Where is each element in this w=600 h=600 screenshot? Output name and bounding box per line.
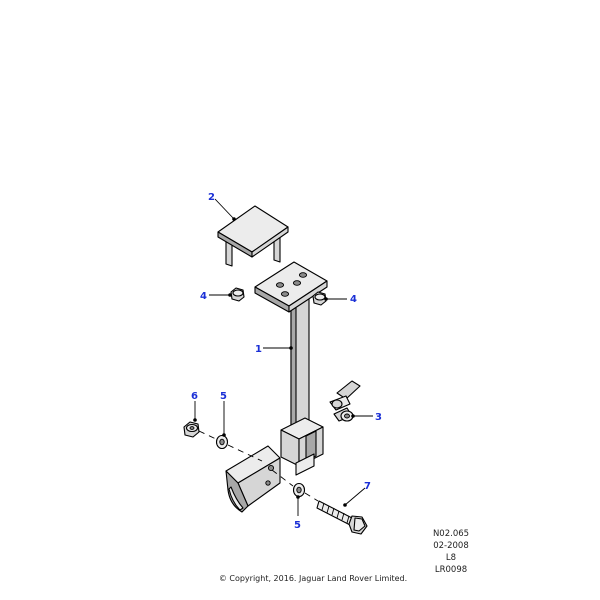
part-7-bolt (316, 500, 368, 535)
part-5-washer-lower (292, 482, 306, 498)
part-4-nut-left (230, 287, 245, 302)
part-5-washer-upper (215, 434, 229, 450)
reference-model: L8 (445, 553, 457, 563)
callout-4-right: 4 (350, 294, 357, 305)
assembly-lines (198, 430, 319, 502)
part-4-nut-right (312, 291, 327, 306)
part-2-top-plate (217, 205, 289, 267)
callout-2: 2 (208, 192, 215, 203)
callout-labels: 2 4 4 1 3 6 5 7 5 (191, 192, 382, 531)
mounting-block (225, 445, 281, 513)
callout-7: 7 (364, 481, 371, 492)
callout-3: 3 (375, 412, 382, 423)
callout-4-left: 4 (200, 291, 207, 302)
callout-6: 6 (191, 391, 198, 402)
leader-lines (193, 198, 373, 516)
part-6-nut (183, 421, 200, 438)
callout-5-upper: 5 (220, 391, 227, 402)
reference-code: N02.065 (432, 529, 470, 539)
copyright-notice: © Copyright, 2016. Jaguar Land Rover Lim… (218, 574, 408, 583)
reference-date: 02-2008 (433, 541, 469, 551)
callout-5-lower: 5 (294, 520, 301, 531)
part-3-clamp (329, 380, 361, 422)
part-1-stand (254, 261, 328, 476)
reference-illustration: LR0098 (434, 565, 468, 575)
callout-1: 1 (255, 344, 262, 355)
